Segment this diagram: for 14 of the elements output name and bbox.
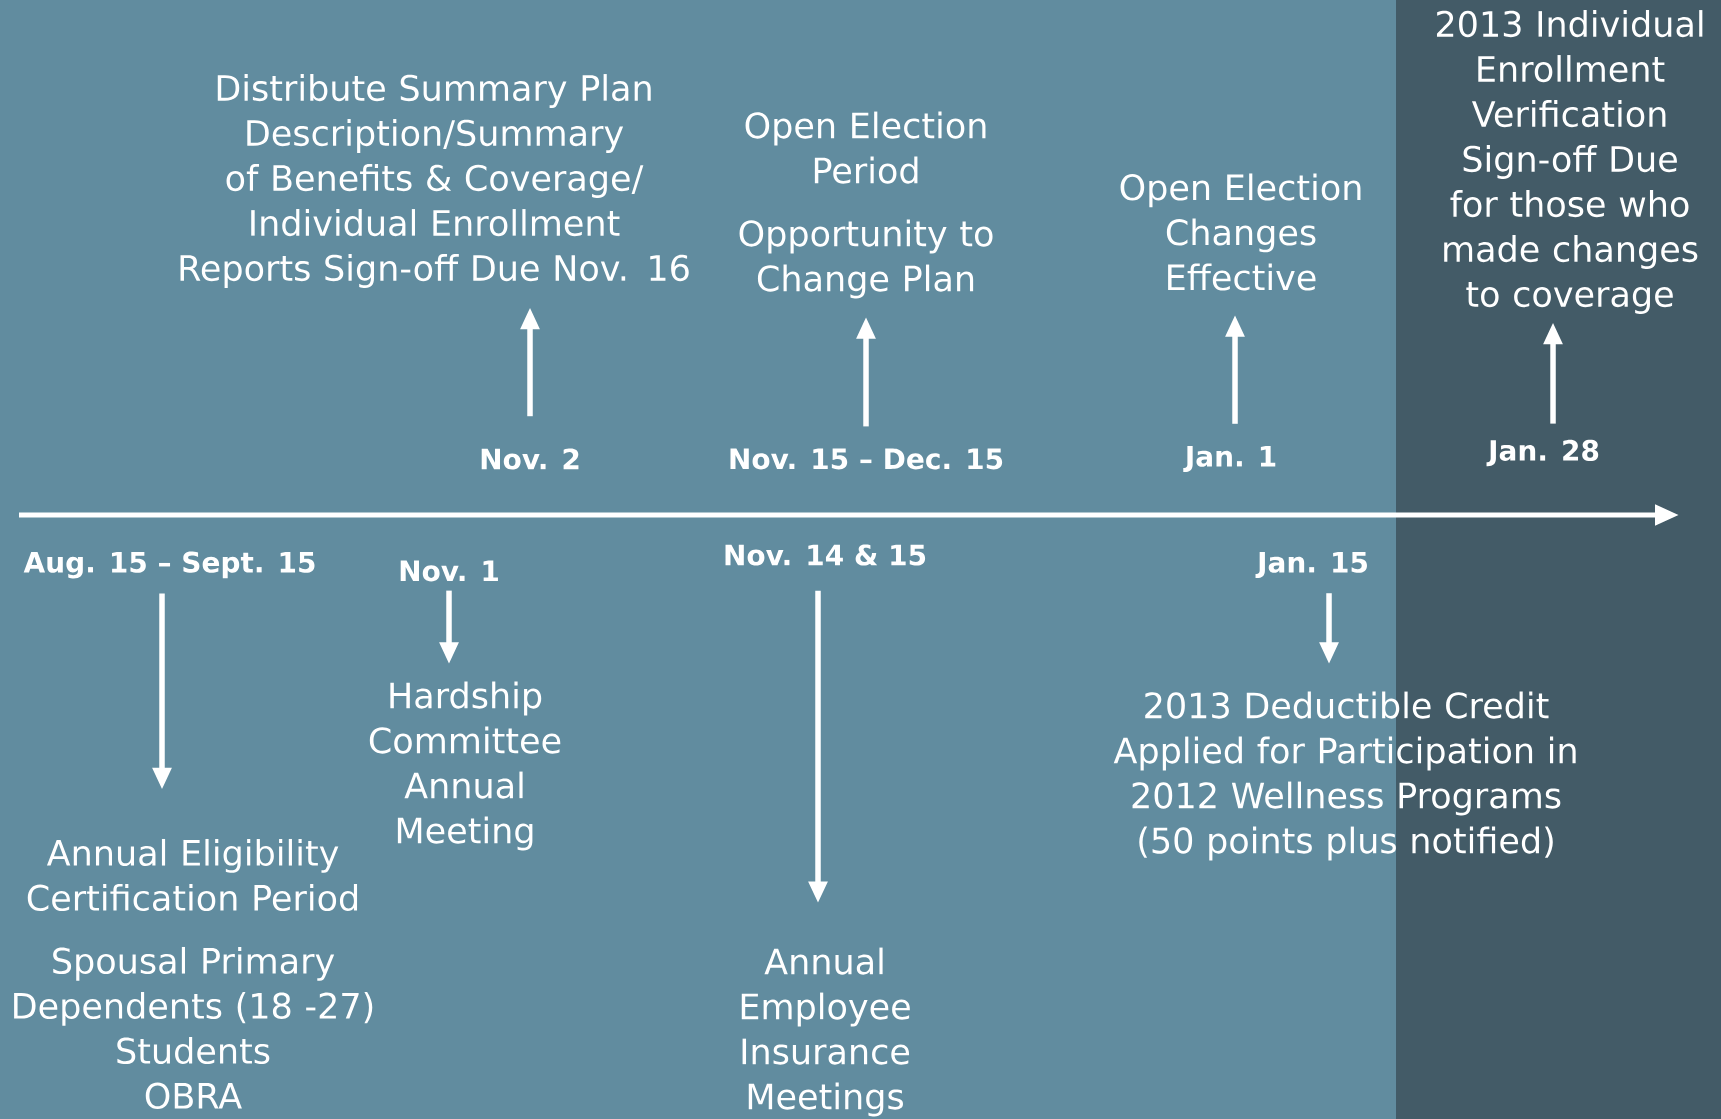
date-label: Jan. 28	[1486, 439, 1599, 467]
event-text: 2013 Individual Enrollment Verification Sign-off Due for those who made changes to coverage	[1437, 10, 1703, 314]
date-label: Nov. 2	[481, 448, 579, 470]
date-label: Jan. 1	[1183, 446, 1276, 472]
date-label: Aug. 15 – Sept. 15	[23, 551, 315, 579]
event-text: Annual Employee Insurance Meetings	[741, 947, 910, 1117]
event-text: 2013 Deductible Credit Applied for Participation in 2012 Wellness Programs (50 points plus notified)	[1113, 691, 1576, 861]
date-label: Nov. 14 & 15	[725, 544, 926, 566]
date-label: Nov. 1	[400, 560, 498, 582]
event-text: Distribute Summary Plan Description/Summary of Benefits & Coverage/ Individual Enrollment Reports Sign-off Due Nov. 16	[180, 74, 689, 288]
event-text: Open Election Period Opportunity to Change Plan	[739, 111, 993, 299]
date-label: Nov. 15 – Dec. 15	[730, 448, 1003, 470]
date-label: Jan. 15	[1255, 552, 1367, 578]
event-text: Open Election Changes Effective	[1120, 173, 1361, 291]
